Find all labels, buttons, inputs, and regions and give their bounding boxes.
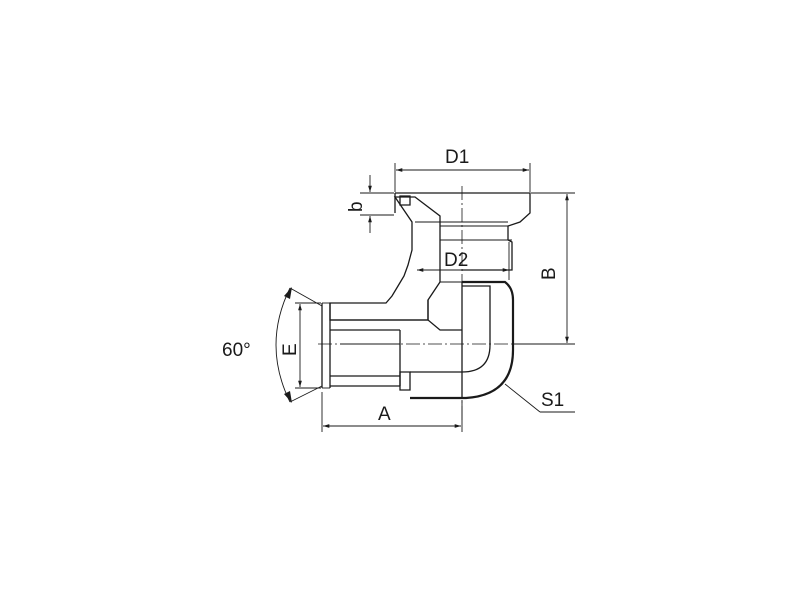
- dim-b-small: [360, 175, 394, 233]
- label-e: E: [280, 343, 301, 356]
- label-angle: 60°: [222, 340, 251, 361]
- label-a: A: [378, 404, 391, 425]
- dim-angle: [275, 287, 323, 403]
- dim-d2: [417, 242, 510, 280]
- hatched-section: [329, 196, 441, 321]
- label-d1: D1: [445, 147, 469, 168]
- label-b-small: b: [346, 201, 367, 212]
- label-d2: D2: [444, 250, 468, 271]
- body-outline: [321, 192, 531, 400]
- label-s1: S1: [541, 390, 564, 411]
- dim-b-large: [514, 192, 575, 345]
- dim-a: [321, 392, 463, 432]
- leader-s1: [504, 383, 575, 413]
- label-b-large: B: [539, 267, 560, 280]
- dim-d1: [394, 163, 531, 192]
